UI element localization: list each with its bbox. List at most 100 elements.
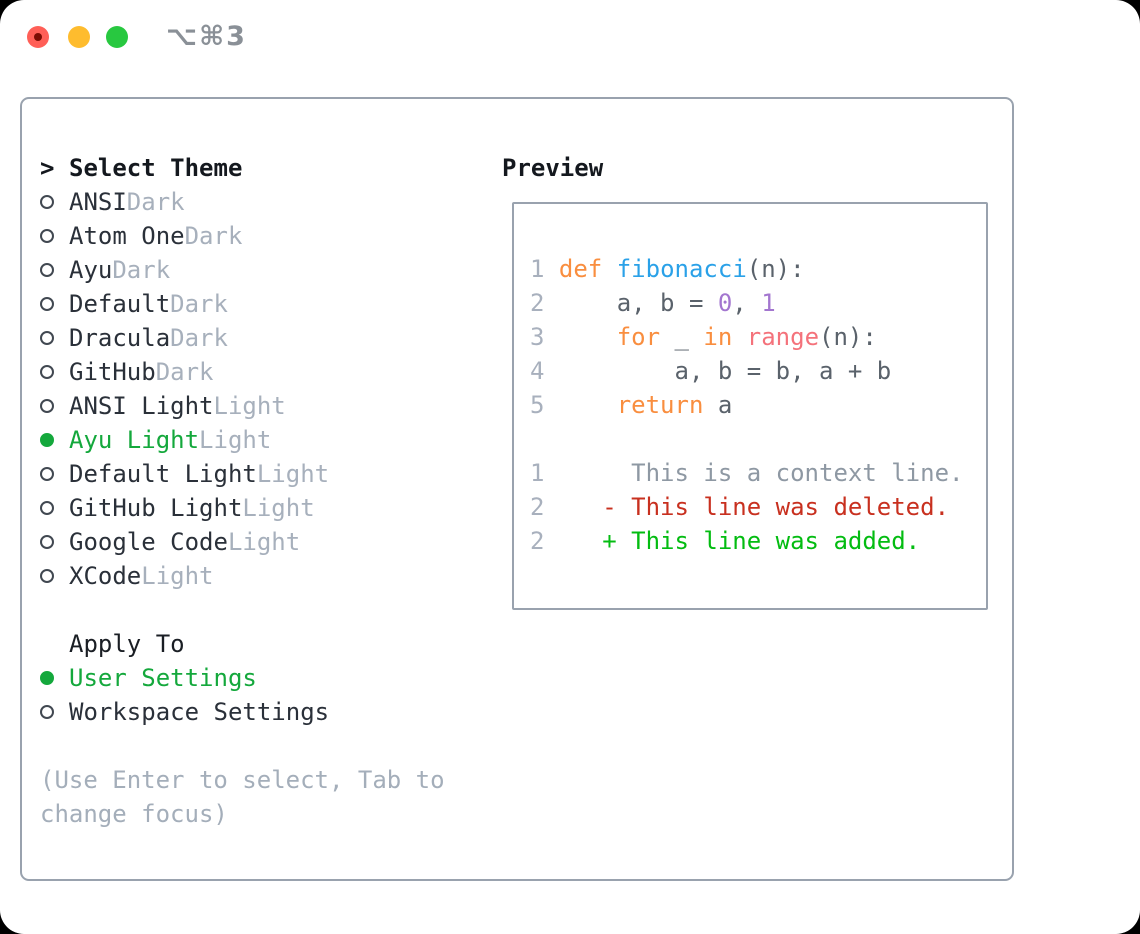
theme-option-dracula-dark[interactable]: Dracula Dark — [40, 321, 500, 355]
keyboard-shortcut-label: ⌥⌘3 — [166, 21, 247, 52]
code-token-kw: in — [703, 323, 733, 351]
code-token-fn: fibonacci — [616, 255, 747, 283]
code-token-kw: for — [616, 323, 661, 351]
radio-unselected-icon[interactable] — [40, 263, 69, 277]
code-token-plain — [544, 493, 602, 521]
radio-unselected-icon[interactable] — [40, 535, 69, 549]
theme-variant-label: Dark — [155, 358, 214, 386]
radio-unselected-icon[interactable] — [40, 467, 69, 481]
theme-option-ansi-light-light[interactable]: ANSI Light Light — [40, 389, 500, 423]
code-token-plain — [544, 391, 616, 419]
code-token-plain — [544, 255, 558, 283]
code-token-plain: a — [703, 391, 733, 419]
zoom-button[interactable] — [106, 26, 128, 48]
code-token-plain: a, b = — [544, 289, 718, 317]
theme-option-default-dark[interactable]: Default Dark — [40, 287, 500, 321]
radio-unselected-icon[interactable] — [40, 195, 69, 209]
theme-option-ayu-light-light[interactable]: Ayu Light Light — [40, 423, 500, 457]
theme-option-github-light-light[interactable]: GitHub Light Light — [40, 491, 500, 525]
radio-unselected-icon[interactable] — [40, 501, 69, 515]
theme-variant-label: Light — [213, 392, 286, 420]
apply-option-label: Workspace Settings — [69, 698, 330, 726]
code-token-ctx: This is a context line. — [544, 459, 964, 487]
theme-option-atom-one-dark[interactable]: Atom One Dark — [40, 219, 500, 253]
prompt-icon: > — [40, 154, 55, 182]
apply-to-header: Apply To — [40, 627, 500, 661]
radio-unselected-icon[interactable] — [40, 705, 69, 719]
code-token-del: - This line was deleted. — [602, 493, 950, 521]
close-button[interactable] — [27, 26, 49, 48]
theme-option-google-code-light[interactable]: Google Code Light — [40, 525, 500, 559]
code-token-plain — [602, 255, 616, 283]
code-token-num: 1 — [761, 289, 776, 317]
theme-variant-label: Dark — [184, 222, 243, 250]
radio-unselected-icon[interactable] — [40, 331, 69, 345]
hint-text: (Use Enter to select, Tab to change focu… — [40, 766, 445, 828]
titlebar: ⌥⌘3 — [0, 0, 1140, 70]
code-token-lnum: 5 — [530, 391, 545, 419]
minimize-button[interactable] — [68, 26, 90, 48]
radio-unselected-icon[interactable] — [40, 229, 69, 243]
theme-option-label: Atom One — [69, 222, 185, 250]
radio-unselected-icon[interactable] — [40, 297, 69, 311]
code-line: 3 for _ in range(n): — [530, 320, 986, 354]
code-token-plain — [544, 527, 602, 555]
code-line: 5 return a — [530, 388, 986, 422]
theme-option-ayu-dark[interactable]: Ayu Dark — [40, 253, 500, 287]
theme-variant-label: Light — [199, 426, 272, 454]
code-line: 2 - This line was deleted. — [530, 490, 986, 524]
code-token-lnum: 2 — [530, 289, 545, 317]
code-token-plain: _ — [660, 323, 704, 351]
code-line: 2 + This line was added. — [530, 524, 986, 558]
apply-option-workspace-settings[interactable]: Workspace Settings — [40, 695, 500, 729]
theme-option-label: Dracula — [69, 324, 171, 352]
theme-option-label: XCode — [69, 562, 142, 590]
apply-option-user-settings[interactable]: User Settings — [40, 661, 500, 695]
code-line: 1 def fibonacci(n): — [530, 252, 986, 286]
code-token-plain: a, b = b, a + b — [544, 357, 892, 385]
code-token-call: range — [746, 323, 820, 351]
code-line — [530, 422, 986, 456]
code-token-lnum: 1 — [530, 255, 545, 283]
radio-selected-icon[interactable] — [40, 671, 69, 685]
theme-option-label: Default — [69, 290, 171, 318]
theme-option-github-dark[interactable]: GitHub Dark — [40, 355, 500, 389]
theme-option-ansi-dark[interactable]: ANSI Dark — [40, 185, 500, 219]
code-token-lnum: 2 — [530, 527, 545, 555]
theme-option-label: GitHub Light — [69, 494, 243, 522]
theme-option-default-light-light[interactable]: Default Light Light — [40, 457, 500, 491]
radio-selected-icon[interactable] — [40, 433, 69, 447]
theme-variant-label: Light — [242, 494, 315, 522]
theme-option-xcode-light[interactable]: XCode Light — [40, 559, 500, 593]
theme-option-label: ANSI Light — [69, 392, 214, 420]
theme-variant-label: Light — [141, 562, 214, 590]
theme-option-label: ANSI — [69, 188, 127, 216]
code-token-plain: (n): — [746, 255, 805, 283]
code-token-plain — [732, 323, 746, 351]
code-token-lnum: 3 — [530, 323, 545, 351]
code-token-plain: (n): — [819, 323, 877, 351]
radio-unselected-icon[interactable] — [40, 399, 69, 413]
code-line: 4 a, b = b, a + b — [530, 354, 986, 388]
code-token-add: + This line was added. — [602, 527, 921, 555]
theme-variant-label: Dark — [126, 188, 185, 216]
theme-variant-label: Dark — [170, 324, 228, 352]
select-theme-header: > Select Theme — [40, 151, 500, 185]
prompt-marker: > — [40, 154, 69, 182]
apply-to-title: Apply To — [69, 630, 185, 658]
theme-option-label: GitHub — [69, 358, 156, 386]
theme-option-label: Default Light — [69, 460, 257, 488]
radio-unselected-icon[interactable] — [40, 569, 69, 583]
code-line: 1 This is a context line. — [530, 456, 986, 490]
code-line: 2 a, b = 0, 1 — [530, 286, 986, 320]
theme-option-label: Ayu Light — [69, 426, 200, 454]
theme-option-label: Google Code — [69, 528, 228, 556]
radio-unselected-icon[interactable] — [40, 365, 69, 379]
